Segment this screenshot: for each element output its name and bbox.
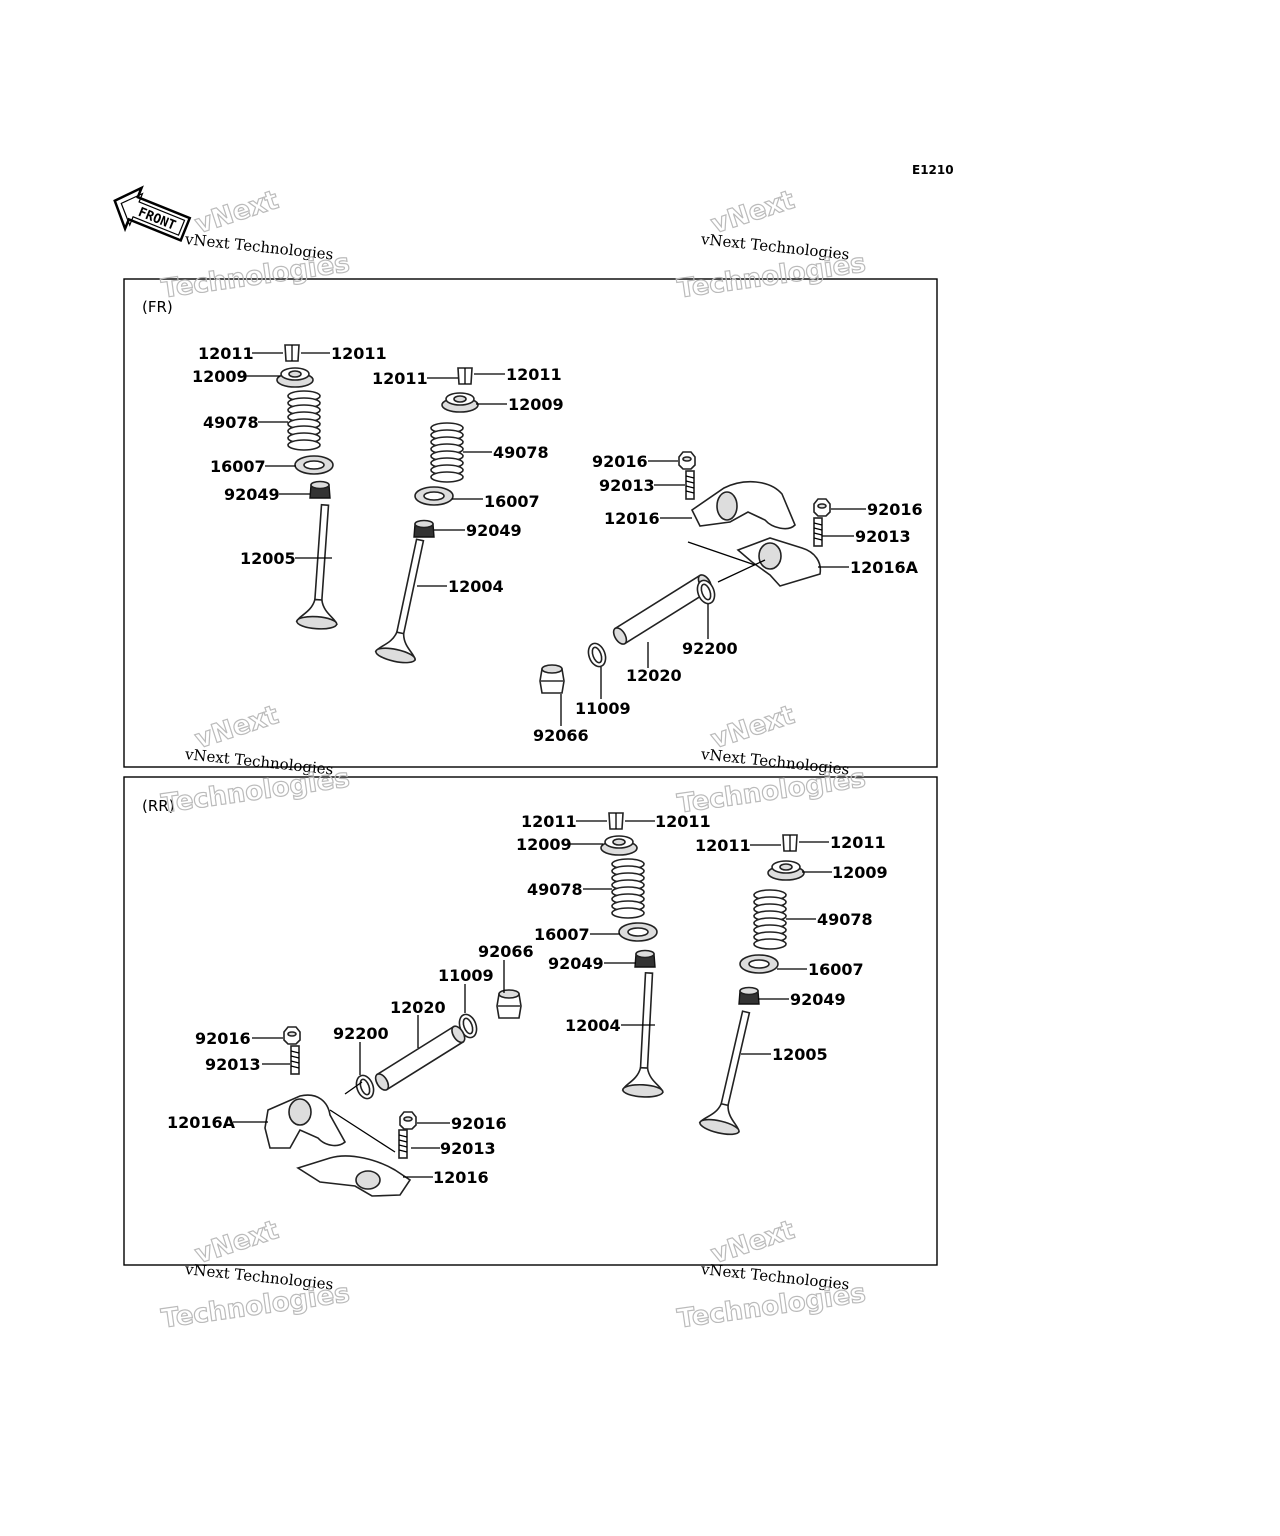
callout: 92013: [440, 1139, 496, 1158]
callout: 16007: [808, 960, 864, 979]
front-arrow-icon: FRONT: [113, 185, 192, 242]
callout: 92013: [205, 1055, 261, 1074]
watermark-outline-2: Technologies: [676, 248, 868, 304]
callout: 12016A: [167, 1113, 236, 1132]
callout: 11009: [438, 966, 494, 985]
callout: 92049: [466, 521, 522, 540]
callout: 16007: [534, 925, 590, 944]
callout: 92016: [867, 500, 923, 519]
callout: 92049: [790, 990, 846, 1009]
diagram-code: E1210: [912, 163, 954, 177]
callout: 92016: [195, 1029, 251, 1048]
watermark: vNext vNext Technologies Technologies: [159, 1215, 352, 1336]
callout: 92016: [592, 452, 648, 471]
callout: 16007: [484, 492, 540, 511]
watermark: vNext vNext Technologies Technologies: [675, 185, 868, 306]
fr-parts: [276, 344, 831, 694]
callout: 12020: [626, 666, 682, 685]
callout: 49078: [493, 443, 549, 462]
callout: 92049: [548, 954, 604, 973]
callout: 12009: [832, 863, 888, 882]
callout: 12009: [516, 835, 572, 854]
callout: 12011: [521, 812, 577, 831]
callout: 16007: [210, 457, 266, 476]
callout: 92013: [855, 527, 911, 546]
callout: 92200: [682, 639, 738, 658]
callout: 12009: [508, 395, 564, 414]
rr-rocker-arm-lower: [296, 1155, 412, 1197]
fr-callouts: 12011 12011 12009 49078 16007 92049 1200…: [192, 344, 923, 745]
callout: 12004: [448, 577, 504, 596]
panel-fr-title: (FR): [142, 298, 173, 316]
watermark-outline-2: Technologies: [676, 763, 868, 819]
fr-leader-lines: [246, 352, 866, 726]
callout: 12016: [604, 509, 660, 528]
watermark: vNext vNext Technologies Technologies: [675, 1215, 868, 1336]
callout: 92066: [478, 942, 534, 961]
watermark-outline-2: Technologies: [160, 763, 352, 819]
callout: 12011: [331, 344, 387, 363]
rr-callouts: 12011 12011 12009 49078 16007 92049 1200…: [167, 812, 888, 1187]
callout: 12020: [390, 998, 446, 1017]
callout: 92200: [333, 1024, 389, 1043]
rr-leader-lines: [233, 820, 832, 1178]
callout: 92016: [451, 1114, 507, 1133]
callout: 12004: [565, 1016, 621, 1035]
panel-fr-frame: [123, 278, 938, 768]
callout: 49078: [527, 880, 583, 899]
callout: 92066: [533, 726, 589, 745]
watermark-outline-2: Technologies: [160, 1278, 352, 1334]
callout: 49078: [203, 413, 259, 432]
watermark: vNext vNext Technologies Technologies: [159, 700, 352, 821]
callout: 11009: [575, 699, 631, 718]
callout: 12011: [506, 365, 562, 384]
panel-rr-frame: [123, 776, 938, 1266]
fr-rocker-arm-upper: [690, 480, 796, 530]
callout: 92013: [599, 476, 655, 495]
callout: 12011: [198, 344, 254, 363]
callout: 92049: [224, 485, 280, 504]
rr-parts: [264, 812, 805, 1197]
callout: 12009: [192, 367, 248, 386]
callout: 12011: [830, 833, 886, 852]
callout: 12011: [655, 812, 711, 831]
watermark: vNext vNext Technologies Technologies: [159, 185, 352, 306]
watermark-outline-2: Technologies: [676, 1278, 868, 1334]
watermark: vNext vNext Technologies Technologies: [675, 700, 868, 821]
callout: 12016: [433, 1168, 489, 1187]
callout: 12005: [772, 1045, 828, 1064]
callout: 12011: [372, 369, 428, 388]
watermark-outline-2: Technologies: [160, 248, 352, 304]
callout: 12005: [240, 549, 296, 568]
panel-rr-title: (RR): [142, 797, 175, 815]
callout: 49078: [817, 910, 873, 929]
callout: 12011: [695, 836, 751, 855]
callout: 12016A: [850, 558, 919, 577]
